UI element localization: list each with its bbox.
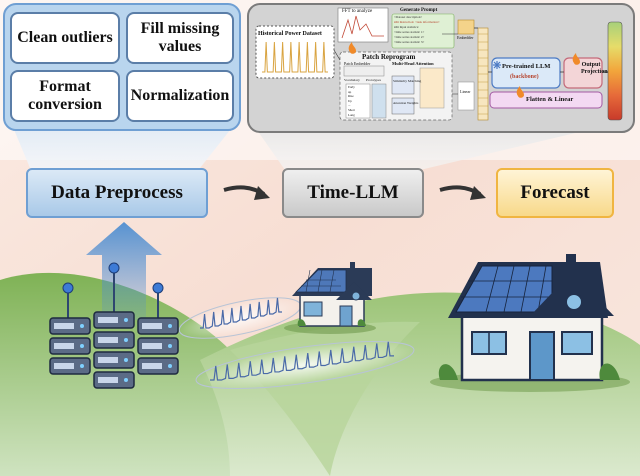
server-rack-icon bbox=[49, 311, 179, 389]
output-projection-label: Output Projection bbox=[581, 62, 608, 76]
time-series-wave-icon bbox=[195, 341, 415, 389]
linear-label: Linear bbox=[460, 89, 471, 94]
attention-weights-label: Attention Weights bbox=[393, 101, 419, 105]
vocab-word: Rise bbox=[348, 94, 354, 99]
solar-house-icon bbox=[284, 262, 376, 334]
prompt-label: Generate Prompt bbox=[400, 8, 438, 13]
antenna-icon bbox=[67, 270, 159, 320]
prompt-line: ### Instruction: <task information> bbox=[394, 20, 440, 24]
llm-label: Pre-trained LLM bbox=[502, 63, 551, 70]
patch-embedder-label: Patch Embedder bbox=[344, 61, 371, 66]
upload-arrow-icon bbox=[86, 222, 162, 320]
card-clean-outliers: Clean outliers bbox=[10, 12, 120, 64]
vocab-word: Early bbox=[348, 85, 355, 89]
prototypes-label: Prototypes bbox=[366, 78, 381, 82]
vocab-word: up bbox=[348, 89, 352, 94]
card-normalization: Normalization bbox=[126, 70, 234, 122]
time-series-wave-icon bbox=[210, 341, 394, 381]
stage-data-preprocess: Data Preprocess bbox=[26, 168, 208, 218]
prompt-line: <Dataset description> bbox=[394, 15, 423, 19]
solar-house-icon bbox=[430, 254, 630, 392]
card-fill-missing-values: Fill missing values bbox=[126, 12, 234, 64]
vocab-word: Up bbox=[348, 98, 352, 103]
prompt-line: <time series statistic 1> bbox=[394, 30, 425, 34]
vocabulary-label: Vocabulary bbox=[344, 78, 360, 82]
time-series-wave-icon bbox=[200, 297, 282, 329]
patch-reprogram-label: Patch Reprogram bbox=[362, 53, 416, 61]
prompt-line: <time series statistic 3> bbox=[394, 40, 425, 44]
similarity-label: Similarity Matching bbox=[393, 79, 422, 83]
fft-label: FFT to analyze bbox=[342, 9, 373, 14]
preprocess-beam bbox=[10, 120, 238, 168]
llm-sub-label: (backbone) bbox=[510, 74, 539, 80]
vocab-word: Long bbox=[348, 112, 355, 117]
embedder-label: Embedder bbox=[457, 35, 474, 40]
stage-forecast: Forecast bbox=[496, 168, 614, 218]
vocab-word: Short bbox=[348, 108, 355, 112]
mha-label: Multi-Head Attention bbox=[392, 61, 434, 66]
card-format-conversion: Format conversion bbox=[10, 70, 120, 122]
snowflake-icon bbox=[493, 61, 501, 69]
historical-dataset-label: Historical Power Dataset bbox=[258, 31, 322, 37]
stage-time-llm: Time-LLM bbox=[282, 168, 424, 218]
prompt-line: <time series statistic 2> bbox=[394, 35, 425, 39]
vocab-word: ... bbox=[348, 103, 351, 108]
flame-icon bbox=[348, 42, 580, 98]
prompt-line: ### Input statistics: bbox=[394, 25, 419, 29]
flatten-linear-label: Flatten & Linear bbox=[526, 96, 574, 103]
